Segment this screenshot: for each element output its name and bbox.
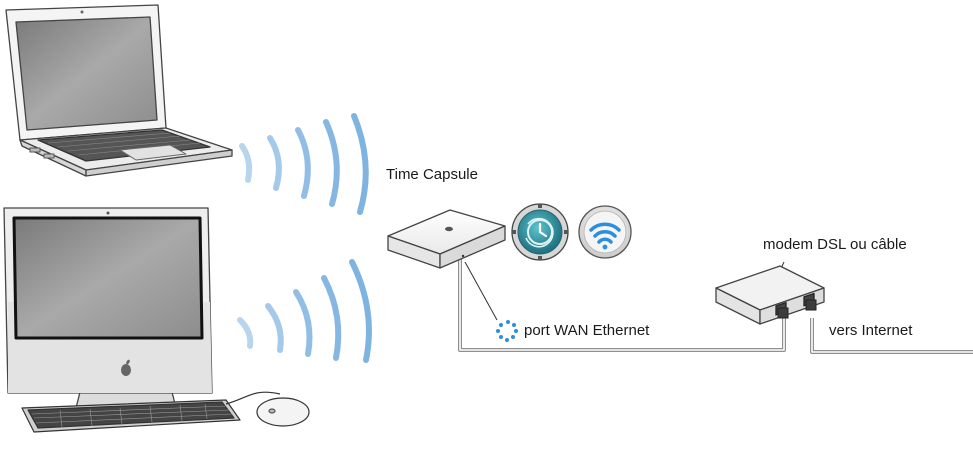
- wifi-waves-laptop: [239, 113, 369, 215]
- modem-ports: [777, 299, 817, 319]
- wan-port-pointer: [464, 261, 498, 321]
- time-capsule-device: [387, 209, 506, 269]
- apple-logo: [445, 226, 453, 232]
- mouse: [225, 391, 310, 427]
- time-capsule-label: Time Capsule: [386, 166, 478, 183]
- laptop: [5, 4, 233, 177]
- modem-label: modem DSL ou câble: [763, 236, 907, 253]
- wan-port-label: port WAN Ethernet: [524, 322, 650, 339]
- wan-port-dots-icon: [496, 320, 518, 342]
- modem-device: [715, 265, 825, 325]
- imac: [3, 207, 213, 409]
- airport-wifi-icon: [578, 205, 632, 259]
- wifi-waves-imac: [237, 259, 372, 363]
- keyboard: [21, 399, 241, 433]
- time-machine-icon: [511, 203, 569, 261]
- apple-logo: [121, 359, 131, 376]
- internet-label: vers Internet: [829, 322, 913, 339]
